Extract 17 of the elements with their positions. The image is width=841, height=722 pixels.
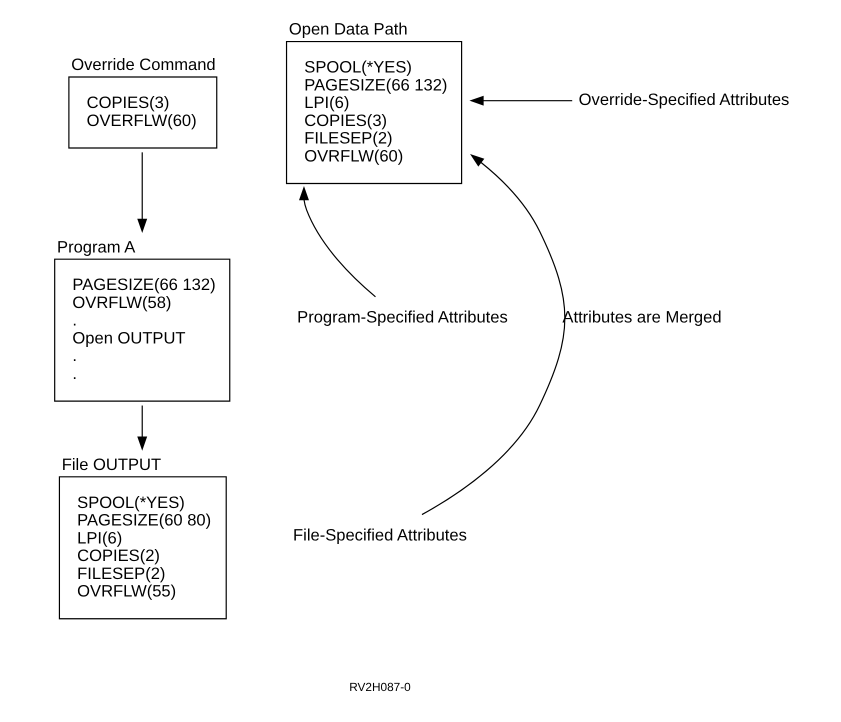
node-label: Open Data Path — [288, 19, 408, 38]
node-box: PAGESIZE(66 132) OVRFLW(58) . Open OUTPUT . . — [54, 258, 230, 402]
arrow — [137, 405, 148, 450]
node-label: Program A — [57, 236, 136, 256]
arrow — [422, 154, 566, 515]
node-label: Override Command — [71, 54, 216, 74]
arrow — [469, 95, 572, 106]
arrow — [299, 185, 376, 297]
node-label: File OUTPUT — [62, 454, 162, 474]
node-box: SPOOL(*YES) PAGESIZE(66 132) LPI(6) COPIES(3) FILESEP(2) OVRFLW(60) — [286, 40, 462, 184]
node-text: File-Specified Attributes — [293, 524, 467, 544]
node-text: Program-Specified Attributes — [297, 307, 508, 326]
node-box: COPIES(3) OVERFLW(60) — [68, 76, 218, 148]
label: RV2H087-0 — [349, 679, 411, 694]
node-text: Override-Specified Attributes — [578, 90, 790, 109]
node-box: SPOOL(*YES) PAGESIZE(60 80) LPI(6) COPIES(2) FILESEP(2) OVRFLW(55) — [58, 476, 227, 619]
arrow — [137, 152, 148, 232]
